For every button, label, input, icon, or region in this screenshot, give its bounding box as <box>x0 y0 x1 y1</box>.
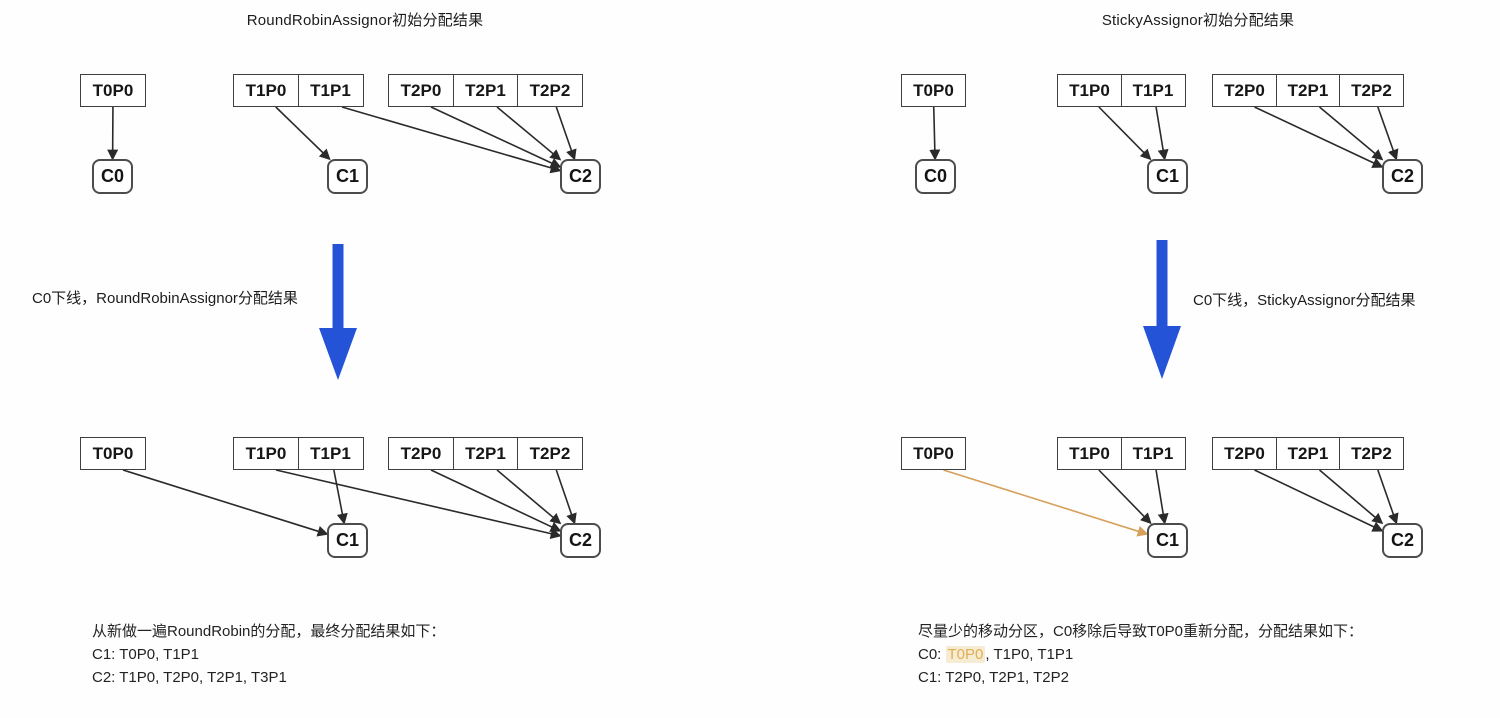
partition-group: T0P0 <box>901 74 966 107</box>
title-sticky-assignor: StickyAssignor初始分配结果 <box>1101 12 1295 29</box>
summary-left-line2: C1: T0P0, T1P1 <box>92 646 200 663</box>
partition-box-T0P0: T0P0 <box>80 437 146 470</box>
transition-arrow-left <box>319 244 357 380</box>
partition-box-T2P0: T2P0 <box>1212 437 1277 470</box>
summary-right-line2: C0: T0P0, T1P0, T1P1 <box>918 643 1363 666</box>
partition-box-T1P1: T1P1 <box>297 74 364 107</box>
transition-label-right: C0下线，StickyAssignor分配结果 <box>1193 292 1416 309</box>
summary-right-line2-rest: , T1P0, T1P1 <box>985 646 1074 663</box>
assignment-arrow-T0P0-C1 <box>943 469 1149 537</box>
transition-arrow-right <box>1143 240 1181 379</box>
consumer-box-C0: C0 <box>915 159 956 194</box>
partition-box-T0P0: T0P0 <box>80 74 146 107</box>
summary-left-line3: C2: T1P0, T2P0, T2P1, T3P1 <box>92 669 287 686</box>
assignment-arrow-T2P1-C2 <box>1318 469 1384 525</box>
consumer-box-C1: C1 <box>327 523 368 558</box>
summary-right-line1: 尽量少的移动分区，C0移除后导致T0P0重新分配，分配结果如下： <box>918 623 1364 640</box>
assignment-arrow-T2P0-C2 <box>1254 469 1384 532</box>
partition-box-T2P1: T2P1 <box>1275 74 1341 107</box>
consumer-box-C1: C1 <box>1147 523 1188 558</box>
assignment-arrow-T1P0-C1 <box>1098 469 1152 525</box>
assignment-arrow-T2P2-C2 <box>1377 106 1399 161</box>
partition-box-T1P0: T1P0 <box>233 437 299 470</box>
summary-right-line2-prefix: C0: <box>918 646 946 663</box>
partition-box-T2P2: T2P2 <box>517 74 583 107</box>
consumer-box-C2: C2 <box>1382 523 1423 558</box>
assignment-arrow-T2P2-C2 <box>1377 469 1399 525</box>
consumer-box-C1: C1 <box>1147 159 1188 194</box>
partition-box-T1P1: T1P1 <box>297 437 364 470</box>
partition-box-T2P0: T2P0 <box>388 74 454 107</box>
assignment-arrow-T0P0-C1 <box>122 469 329 537</box>
partition-box-T1P1: T1P1 <box>1120 74 1186 107</box>
partition-box-T1P0: T1P0 <box>1057 437 1122 470</box>
assignment-arrow-T1P1-C1 <box>333 469 348 525</box>
assignment-arrow-T1P0-C2 <box>275 469 562 540</box>
assignment-arrow-T2P0-C2 <box>1254 106 1384 168</box>
summary-right-line3: C1: T2P0, T2P1, T2P2 <box>918 669 1069 686</box>
assignment-arrow-T2P1-C2 <box>496 469 562 525</box>
consumer-box-C2: C2 <box>560 523 601 558</box>
partition-box-T2P1: T2P1 <box>1275 437 1341 470</box>
partition-box-T1P1: T1P1 <box>1120 437 1186 470</box>
partition-group: T0P0 <box>901 437 966 470</box>
consumer-box-C1: C1 <box>327 159 368 194</box>
partition-box-T1P0: T1P0 <box>233 74 299 107</box>
assignment-arrow-T1P1-C2 <box>341 106 562 174</box>
assignment-arrow-T2P0-C2 <box>430 106 562 169</box>
assignment-arrow-T1P1-C1 <box>1155 106 1169 161</box>
assignment-arrow-T0P0-C0 <box>929 106 941 161</box>
consumer-box-C2: C2 <box>1382 159 1423 194</box>
partition-box-T2P0: T2P0 <box>388 437 454 470</box>
assignment-arrow-T2P2-C2 <box>555 469 577 525</box>
consumer-box-C0: C0 <box>92 159 133 194</box>
assignment-arrow-T2P1-C2 <box>1318 106 1384 161</box>
partition-box-T0P0: T0P0 <box>901 74 966 107</box>
partition-box-T2P2: T2P2 <box>1339 74 1404 107</box>
consumer-box-C2: C2 <box>560 159 601 194</box>
summary-left: 从新做一遍RoundRobin的分配，最终分配结果如下： C1: T0P0, T… <box>92 620 445 689</box>
assignment-arrow-T1P0-C1 <box>275 106 331 161</box>
partition-box-T2P1: T2P1 <box>452 437 519 470</box>
assignment-arrow-T2P1-C2 <box>496 106 562 161</box>
transition-label-left: C0下线，RoundRobinAssignor分配结果 <box>32 290 298 307</box>
partition-box-T1P0: T1P0 <box>1057 74 1122 107</box>
assignment-arrow-T1P1-C1 <box>1155 469 1169 525</box>
title-roundrobin-assignor: RoundRobinAssignor初始分配结果 <box>246 12 484 29</box>
summary-right: 尽量少的移动分区，C0移除后导致T0P0重新分配，分配结果如下： C0: T0P… <box>918 620 1363 689</box>
summary-right-line2-highlight: T0P0 <box>945 646 986 663</box>
summary-left-line1: 从新做一遍RoundRobin的分配，最终分配结果如下： <box>92 623 446 640</box>
partition-box-T2P2: T2P2 <box>517 437 583 470</box>
partition-box-T0P0: T0P0 <box>901 437 966 470</box>
partition-group: T0P0 <box>80 437 146 470</box>
partition-box-T2P1: T2P1 <box>452 74 519 107</box>
assignment-arrow-T2P0-C2 <box>430 469 562 532</box>
assignment-arrow-T2P2-C2 <box>555 106 577 161</box>
partition-box-T2P2: T2P2 <box>1339 437 1404 470</box>
assignment-arrow-T1P0-C1 <box>1098 106 1152 161</box>
partition-group: T0P0 <box>80 74 146 107</box>
partition-box-T2P0: T2P0 <box>1212 74 1277 107</box>
